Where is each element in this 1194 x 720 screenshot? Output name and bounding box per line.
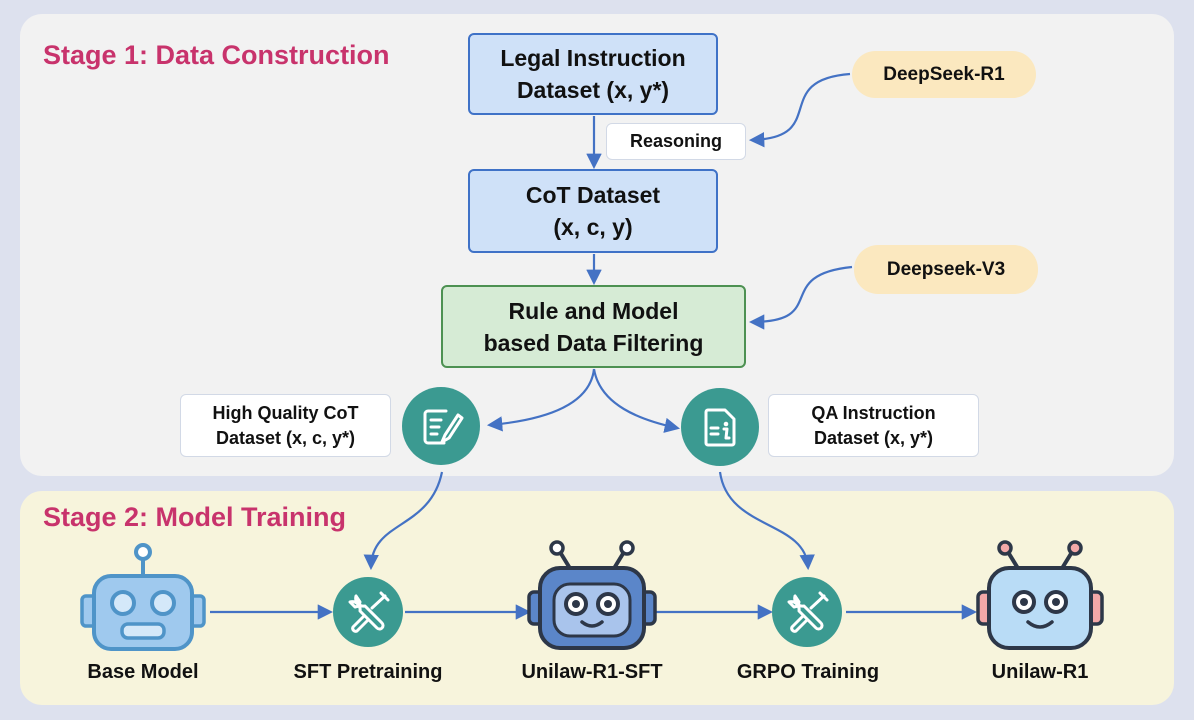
cot-dataset-line1: CoT Dataset: [525, 182, 661, 208]
high-quality-cot-dataset-box: High Quality CoT Dataset (x, c, y*): [180, 394, 391, 457]
legal-instruction-dataset-box: Legal Instruction Dataset (x, y*): [468, 33, 718, 115]
filtering-line1: Rule and Model: [508, 297, 679, 324]
unilaw-r1-label: Unilaw-R1: [991, 661, 1089, 683]
stage2-title: Stage 2: Model Training: [43, 502, 347, 532]
unilaw-r1-sft-label: Unilaw-R1-SFT: [521, 661, 663, 683]
high-quality-line1: High Quality CoT: [212, 402, 359, 423]
high-quality-line2: Dataset (x, c, y*): [215, 427, 356, 448]
arrow-filter-to-highquality: [486, 368, 596, 432]
base-model-robot-icon: [80, 543, 206, 651]
document-info-icon: [681, 388, 759, 466]
grpo-tool-icon: [772, 577, 842, 647]
sft-tool-icon: [333, 577, 403, 647]
grpo-training-label: GRPO Training: [736, 661, 880, 683]
data-filtering-box: Rule and Model based Data Filtering: [441, 285, 746, 368]
deepseek-r1-pill: DeepSeek-R1: [852, 51, 1036, 98]
arrow-qa-to-grpo: [718, 471, 815, 571]
legal-dataset-line2: Dataset (x, y*): [516, 77, 670, 103]
qa-instruction-dataset-box: QA Instruction Dataset (x, y*): [768, 394, 979, 457]
cot-dataset-line2: (x, c, y): [553, 214, 633, 240]
filtering-line2: based Data Filtering: [483, 329, 704, 356]
arrow-filter-to-qa: [592, 368, 681, 433]
arrow-r1-to-reasoning: [748, 72, 851, 148]
sft-pretraining-label: SFT Pretraining: [293, 661, 443, 683]
document-edit-icon: [402, 387, 480, 465]
qa-instruction-line1: QA Instruction: [811, 402, 936, 423]
unilaw-r1-sft-robot-icon: [527, 540, 657, 650]
unilaw-r1-robot-icon: [976, 540, 1104, 650]
legal-dataset-line1: Legal Instruction: [500, 45, 686, 71]
qa-instruction-line2: Dataset (x, y*): [813, 427, 934, 448]
arrow-v3-to-filter: [748, 265, 853, 330]
deepseek-v3-pill: Deepseek-V3: [854, 245, 1038, 294]
base-model-label: Base Model: [87, 661, 199, 683]
arrow-highquality-to-sft: [363, 471, 444, 571]
cot-dataset-box: CoT Dataset (x, c, y): [468, 169, 718, 253]
reasoning-label-box: Reasoning: [606, 123, 746, 160]
stage1-title: Stage 1: Data Construction: [43, 40, 390, 70]
